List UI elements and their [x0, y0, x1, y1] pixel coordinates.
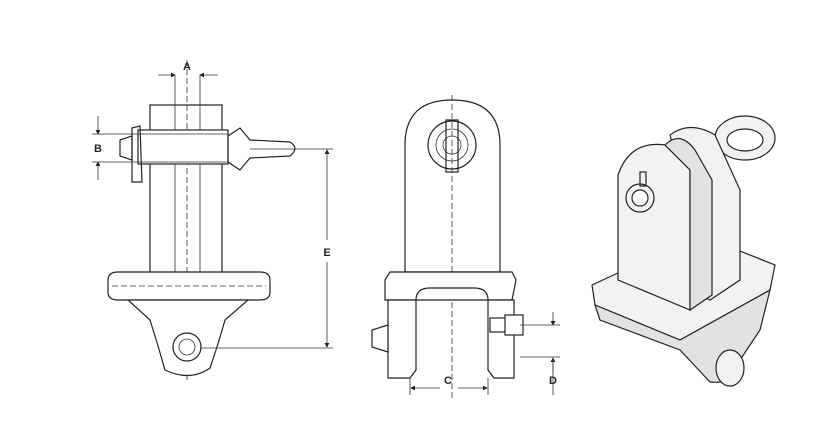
- front-right-leg: [487, 299, 515, 379]
- front-left-leg: [387, 299, 417, 379]
- isometric-view: [591, 115, 776, 387]
- dimension-a-label: A: [183, 61, 191, 73]
- dimension-d-label: D: [549, 375, 557, 387]
- dimension-b-label: B: [94, 143, 102, 155]
- front-view: C D: [371, 95, 560, 400]
- front-plate: [404, 99, 501, 273]
- side-eye-ring: [172, 332, 202, 362]
- side-lower-body: [126, 299, 250, 377]
- dimension-e-label: E: [323, 247, 330, 259]
- side-pin: [137, 129, 229, 165]
- front-pin-tip: [371, 324, 389, 353]
- side-clip: [131, 125, 143, 183]
- front-base: [384, 271, 517, 301]
- dimension-c-label: C: [444, 375, 452, 387]
- side-view: A B E: [92, 60, 333, 380]
